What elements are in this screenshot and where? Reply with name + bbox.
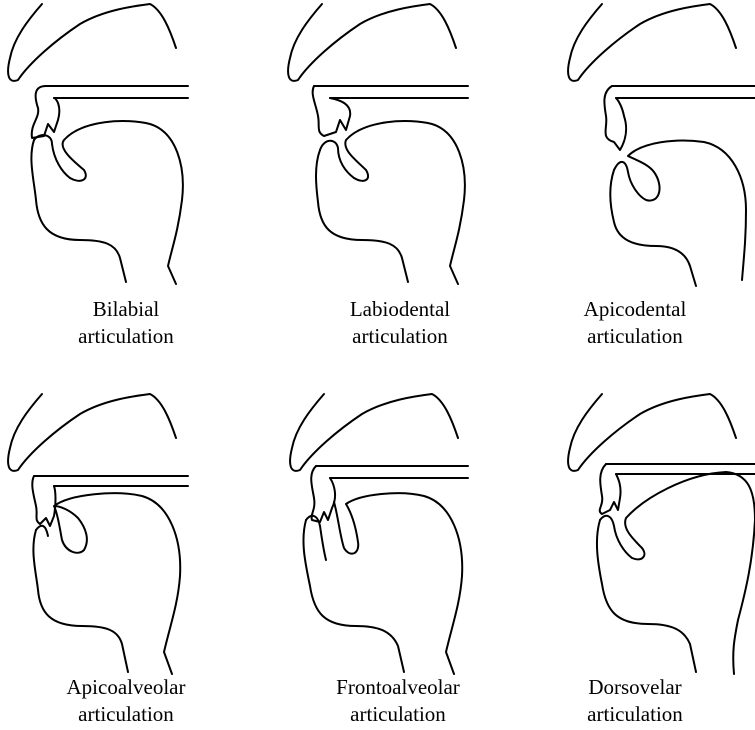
lower-lip-front <box>320 141 354 178</box>
upper-lip <box>600 464 621 514</box>
caption-title: Labiodental <box>280 296 520 323</box>
lower-lip <box>303 520 404 672</box>
caption-title: Apicodental <box>515 296 755 323</box>
caption-title: Frontoalveolar <box>278 674 518 701</box>
apicoalveolar-diagram <box>0 390 200 680</box>
caption-subtitle: articulation <box>280 323 520 350</box>
upper-lip <box>313 86 351 136</box>
palate-line <box>612 86 755 98</box>
lower-lip-front <box>36 526 48 536</box>
tongue <box>345 121 465 284</box>
lower-lip <box>31 140 126 282</box>
caption-apicoalveolar: Apicoalveolar articulation <box>6 674 246 728</box>
lower-lip-front <box>600 516 632 558</box>
nose-outline <box>288 4 456 81</box>
caption-title: Bilabial <box>6 296 246 323</box>
lower-lip-front <box>34 135 70 178</box>
caption-bilabial: Bilabial articulation <box>6 296 246 350</box>
caption-frontoalveolar: Frontoalveolar articulation <box>278 674 518 728</box>
palate-line <box>314 86 468 98</box>
nose-outline <box>8 4 176 81</box>
upper-lip <box>604 86 626 150</box>
tongue <box>54 493 180 674</box>
nose-outline <box>568 4 736 81</box>
upper-lip <box>32 476 55 526</box>
caption-subtitle: articulation <box>278 701 518 728</box>
nose-outline <box>290 394 458 471</box>
caption-title: Dorsovelar <box>515 674 755 701</box>
lower-lip <box>316 150 408 282</box>
upper-lip <box>32 86 60 138</box>
caption-subtitle: articulation <box>6 701 246 728</box>
labiodental-diagram <box>280 0 480 290</box>
caption-subtitle: articulation <box>515 323 755 350</box>
dorsovelar-diagram <box>556 390 755 680</box>
upper-lip <box>311 466 335 522</box>
caption-subtitle: articulation <box>6 323 246 350</box>
lower-lip <box>610 170 696 286</box>
caption-labiodental: Labiodental articulation <box>280 296 520 350</box>
nose-outline <box>8 394 176 471</box>
bilabial-diagram <box>0 0 200 290</box>
caption-subtitle: articulation <box>515 701 755 728</box>
caption-title: Apicoalveolar <box>6 674 246 701</box>
lower-lip <box>597 520 696 672</box>
nose-outline <box>568 394 736 471</box>
caption-dorsovelar: Dorsovelar articulation <box>515 674 755 728</box>
palate-line <box>34 476 188 486</box>
caption-apicodental: Apicodental articulation <box>515 296 755 350</box>
palate-line <box>46 86 188 98</box>
tongue <box>63 121 183 284</box>
frontoalveolar-diagram <box>280 390 480 680</box>
lower-lip-front <box>306 516 326 560</box>
apicodental-diagram <box>556 0 755 290</box>
palate-line <box>316 466 468 478</box>
lower-lip-front <box>614 141 746 280</box>
